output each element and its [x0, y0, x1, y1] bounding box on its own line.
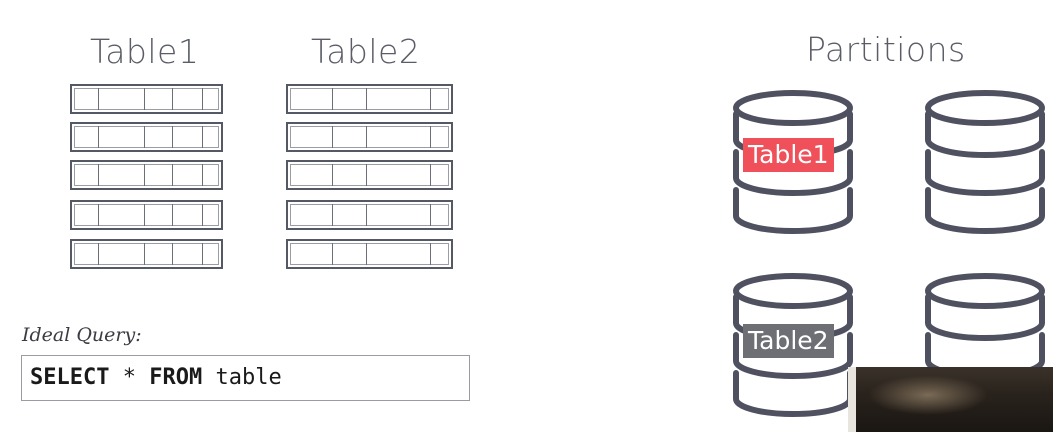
- table-row: [286, 122, 453, 152]
- table-row: [286, 84, 453, 114]
- table1-title: Table1: [90, 32, 200, 71]
- table-row: [70, 239, 223, 269]
- query-text: SELECT * FROM table: [30, 365, 282, 390]
- table-row: [70, 122, 223, 152]
- query-table: table: [202, 365, 282, 390]
- partition-label-table2: Table2: [743, 324, 834, 358]
- table-row: [70, 84, 223, 114]
- video-thumbnail: [848, 367, 1053, 432]
- partitions-title: Partitions: [806, 30, 966, 69]
- query-keyword-select: SELECT: [30, 365, 110, 390]
- query-keyword-from: FROM: [149, 365, 203, 390]
- table-row: [70, 160, 223, 190]
- database-icon: [733, 90, 853, 234]
- table2-title: Table2: [311, 32, 421, 71]
- table-row: [286, 160, 453, 190]
- query-label: Ideal Query:: [22, 324, 142, 346]
- query-box: SELECT * FROM table: [21, 355, 470, 401]
- table-row: [70, 200, 223, 230]
- table-row: [286, 239, 453, 269]
- query-star: *: [109, 365, 150, 390]
- database-icon: [733, 273, 853, 417]
- table-row: [286, 200, 453, 230]
- database-icon: [925, 90, 1045, 234]
- partition-label-table1: Table1: [743, 138, 834, 172]
